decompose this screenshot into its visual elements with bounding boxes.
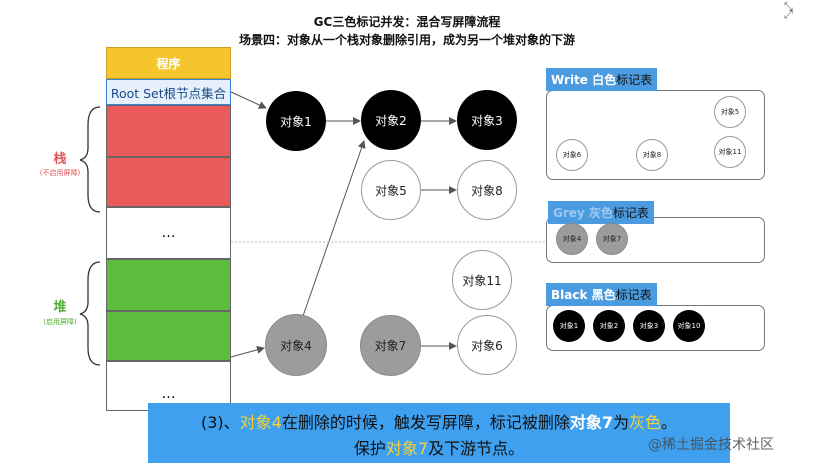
grey-table-title-suffix: 标记表 <box>612 206 649 220</box>
stack-brace <box>79 106 101 213</box>
diagram-title: GC三色标记并发：混合写屏障流程 <box>313 15 501 29</box>
ellipsis-cell: … <box>106 361 231 411</box>
black-table-title-prefix: Black 黑色 <box>551 288 616 302</box>
caption-text: 保护 <box>353 439 386 458</box>
caption-text: 及下游节点。 <box>428 439 525 458</box>
grey-item: 对象7 <box>596 223 628 255</box>
node-obj2: 对象2 <box>361 90 421 150</box>
stack-label: 栈 <box>53 152 67 167</box>
ellipsis-cell: … <box>106 207 231 259</box>
node-obj1: 对象1 <box>266 91 326 151</box>
white-table-title-suffix: 标记表 <box>616 73 653 87</box>
node-obj11: 对象11 <box>452 250 512 310</box>
white-item: 对象11 <box>714 136 746 168</box>
stack-sublabel: (不启用屏障) <box>39 169 81 177</box>
black-item: 对象10 <box>673 310 705 342</box>
caption-highlight: 对象4 <box>239 413 282 432</box>
node-obj5: 对象5 <box>361 160 421 220</box>
grey-table-title: Grey 灰色标记表 <box>548 201 654 224</box>
expand-icon[interactable]: ⤡⤢ <box>784 0 793 21</box>
caption-text: 在删除的时候，触发写屏障，标记被删除 <box>281 413 570 432</box>
node-obj8: 对象8 <box>457 160 517 220</box>
node-obj3: 对象3 <box>457 90 517 150</box>
white-item: 对象5 <box>714 96 746 128</box>
caption-text: 。 <box>661 413 678 432</box>
arrow-heap-obj4 <box>230 345 265 358</box>
heap-label: 堆 <box>53 300 67 315</box>
watermark: @稀土掘金技术社区 <box>648 437 774 453</box>
caption-highlight: 灰色 <box>629 413 662 432</box>
arrow-root-obj1 <box>230 91 267 109</box>
white-item: 对象6 <box>556 139 588 171</box>
node-obj4: 对象4 <box>265 314 327 376</box>
root-set-box: Root Set根节点集合 <box>106 79 231 105</box>
caption-text: 为 <box>612 413 629 432</box>
black-table-title-suffix: 标记表 <box>615 288 652 302</box>
black-item: 对象1 <box>553 310 585 342</box>
caption-text: (3)、 <box>200 413 240 432</box>
heap-cell <box>106 259 231 311</box>
black-item: 对象2 <box>593 310 625 342</box>
caption-emphasis: 对象7 <box>569 413 613 432</box>
white-table-title-prefix: Write 白色 <box>551 73 617 87</box>
white-table-title: Write 白色标记表 <box>546 68 658 91</box>
grey-table-title-prefix: Grey 灰色 <box>553 206 613 220</box>
caption-line-2: 保护对象7及下游节点。 <box>148 435 730 459</box>
stack-cell <box>106 157 231 207</box>
white-item: 对象8 <box>636 139 668 171</box>
node-obj6: 对象6 <box>457 315 517 375</box>
heap-sublabel: (启用屏障) <box>43 318 77 326</box>
caption-box: (3)、对象4在删除的时候，触发写屏障，标记被删除对象7为灰色。 保护对象7及下… <box>148 403 730 463</box>
grey-item: 对象4 <box>556 223 588 255</box>
node-obj7: 对象7 <box>360 315 421 376</box>
black-table-title: Black 黑色标记表 <box>546 283 657 306</box>
black-item: 对象3 <box>633 310 665 342</box>
program-box: 程序 <box>106 47 231 79</box>
arrow-obj4-obj2 <box>302 140 366 317</box>
heap-cell <box>106 311 231 361</box>
stack-cell <box>106 105 231 157</box>
heap-brace <box>79 261 101 366</box>
diagram-subtitle: 场景四：对象从一个栈对象删除引用，成为另一个堆对象的下游 <box>238 33 575 47</box>
caption-highlight: 对象7 <box>385 439 429 458</box>
caption-line-1: (3)、对象4在删除的时候，触发写屏障，标记被删除对象7为灰色。 <box>148 409 730 433</box>
